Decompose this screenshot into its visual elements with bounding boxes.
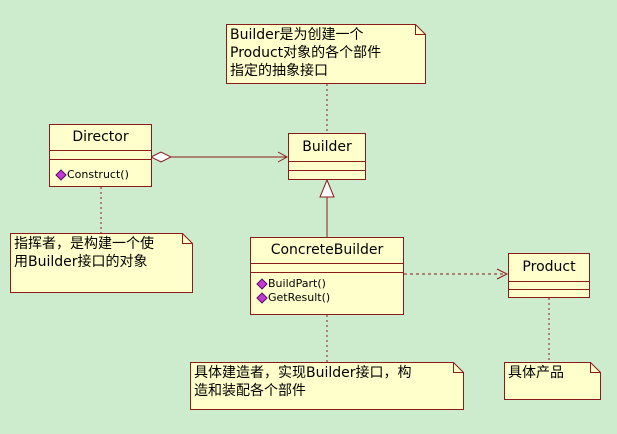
product-class-name: Product xyxy=(509,254,589,282)
concrete-builder-operations: BuildPart() GetResult() xyxy=(251,273,403,305)
director-attributes xyxy=(50,151,151,160)
concrete-builder-attributes xyxy=(251,264,403,273)
product-class[interactable]: Product xyxy=(508,253,590,298)
director-note-text: 指挥者，是构建一个使 用Builder接口的对象 xyxy=(14,236,154,270)
aggregation-diamond xyxy=(149,151,173,163)
operation-construct[interactable]: Construct() xyxy=(50,168,151,182)
director-class[interactable]: Director Construct() xyxy=(49,124,152,187)
operation-get-result[interactable]: GetResult() xyxy=(251,291,403,305)
builder-attributes xyxy=(289,162,365,171)
operation-label: BuildPart() xyxy=(268,277,326,290)
builder-note-text: Builder是为创建一个 Product对象的各个部件 指定的抽象接口 xyxy=(230,27,382,79)
operation-build-part[interactable]: BuildPart() xyxy=(251,277,403,291)
operation-icon xyxy=(55,169,67,181)
generalization-triangle xyxy=(319,178,335,198)
concrete-builder-note-text: 具体建造者，实现Builder接口，构 造和装配各个部件 xyxy=(194,365,412,399)
director-class-name: Director xyxy=(50,125,151,151)
note-shape xyxy=(226,24,426,84)
director-operations: Construct() xyxy=(50,160,151,182)
concrete-builder-class-name: ConcreteBuilder xyxy=(251,238,403,264)
director-note: 指挥者，是构建一个使 用Builder接口的对象 xyxy=(10,233,193,293)
note-shape xyxy=(10,233,193,293)
dependency-arrowhead xyxy=(496,268,509,280)
note-shape xyxy=(504,362,601,400)
product-note-text: 具体产品 xyxy=(508,365,564,381)
builder-note: Builder是为创建一个 Product对象的各个部件 指定的抽象接口 xyxy=(226,24,426,84)
product-note: 具体产品 xyxy=(504,362,601,400)
operation-icon xyxy=(256,292,268,304)
builder-class[interactable]: Builder xyxy=(288,133,366,180)
product-attributes xyxy=(509,282,589,290)
operation-icon xyxy=(256,278,268,290)
concrete-builder-note: 具体建造者，实现Builder接口，构 造和装配各个部件 xyxy=(190,362,464,410)
builder-class-name: Builder xyxy=(289,134,365,162)
aggregation-arrowhead xyxy=(277,151,289,163)
operation-label: Construct() xyxy=(67,168,129,181)
note-shape xyxy=(190,362,464,410)
operation-label: GetResult() xyxy=(268,291,331,304)
concrete-builder-class[interactable]: ConcreteBuilder BuildPart() GetResult() xyxy=(250,237,404,315)
